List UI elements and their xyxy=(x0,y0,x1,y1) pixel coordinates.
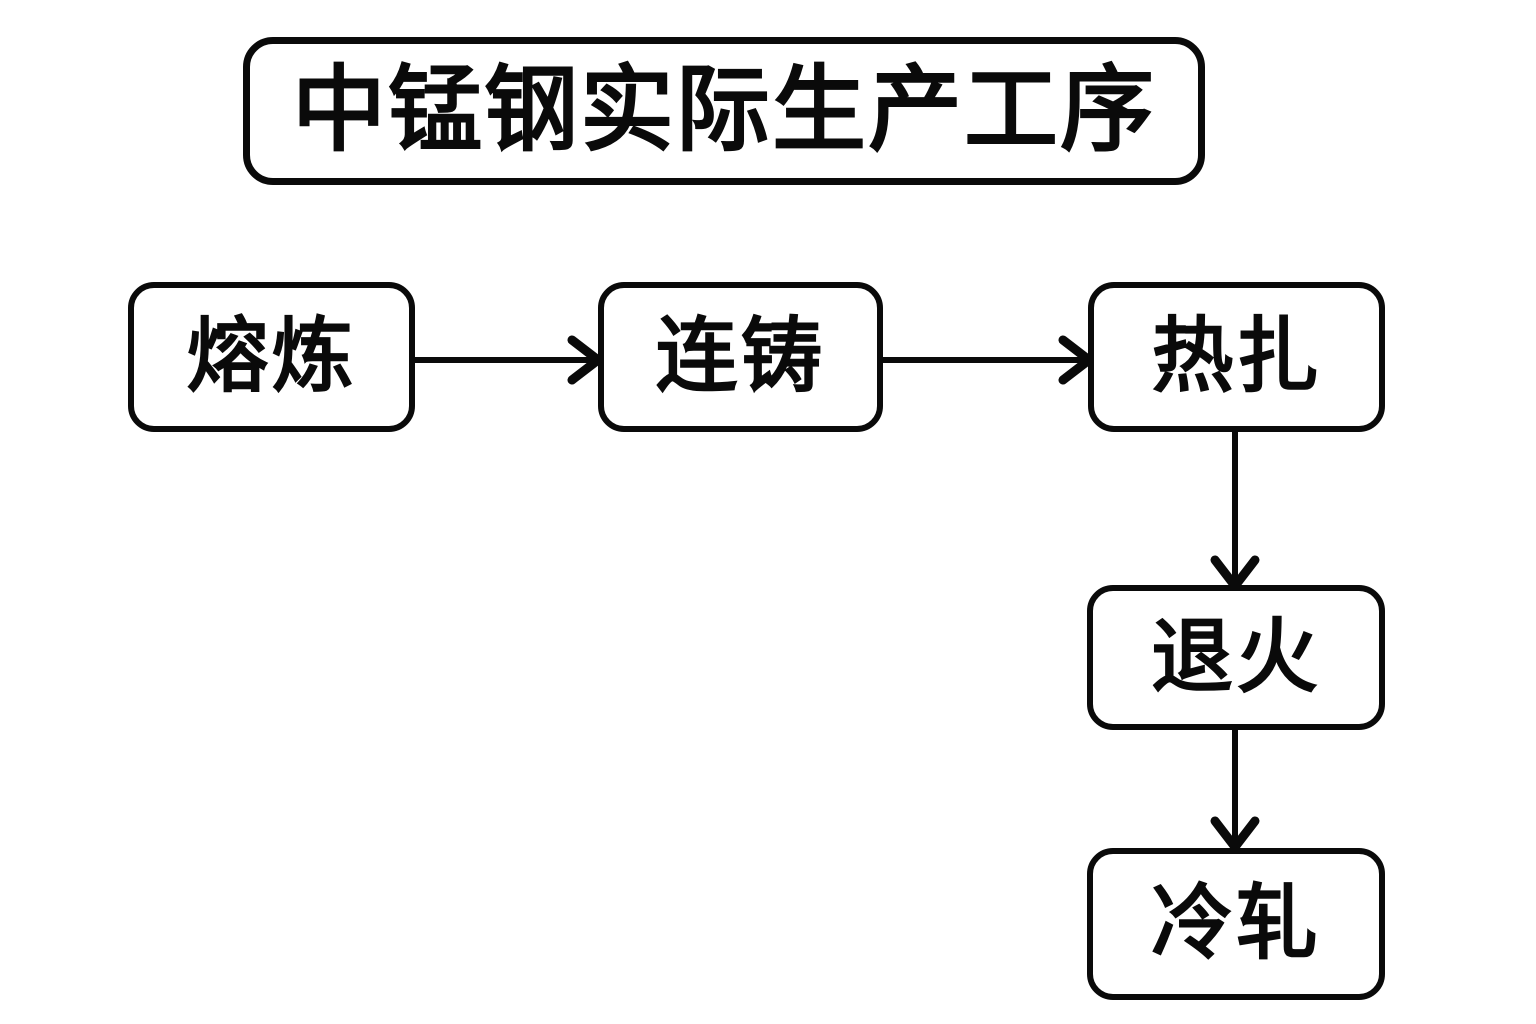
process-node-cold-rolling[interactable]: 冷轧 xyxy=(1087,848,1385,1000)
process-node-annealing[interactable]: 退火 xyxy=(1087,585,1385,730)
process-node-continuous-casting[interactable]: 连铸 xyxy=(598,282,883,432)
process-node-smelting[interactable]: 熔炼 xyxy=(128,282,415,432)
process-node-hot-rolling[interactable]: 热扎 xyxy=(1088,282,1385,432)
process-node-annealing-label: 退火 xyxy=(1150,609,1321,705)
process-node-smelting-label: 熔炼 xyxy=(186,309,357,404)
arrow-continuous-casting-to-hot-rolling xyxy=(878,330,1096,390)
arrow-smelting-to-continuous-casting xyxy=(410,330,605,390)
flowchart-title-box: 中锰钢实际生产工序 xyxy=(243,37,1205,185)
process-node-hot-rolling-label: 热扎 xyxy=(1151,309,1322,404)
arrow-hot-rolling-to-annealing xyxy=(1205,428,1265,593)
arrow-annealing-to-cold-rolling xyxy=(1205,726,1265,854)
process-node-cold-rolling-label: 冷轧 xyxy=(1150,876,1321,971)
flowchart-title-text: 中锰钢实际生产工序 xyxy=(291,56,1156,165)
process-node-continuous-casting-label: 连铸 xyxy=(655,309,826,404)
